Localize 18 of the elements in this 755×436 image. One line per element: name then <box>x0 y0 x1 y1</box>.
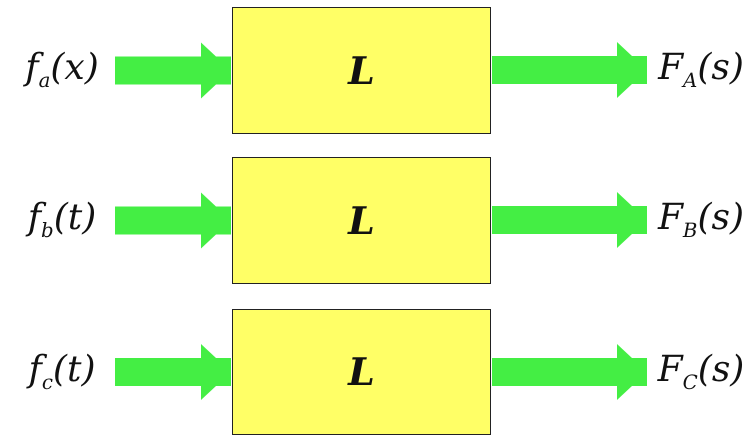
input-function-label: f$_{c}$(t) <box>28 352 96 392</box>
output-function-label: F$_{C}$(s) <box>658 352 744 392</box>
arrow <box>115 192 231 248</box>
input-function-label: f$_{a}$(x) <box>25 50 99 90</box>
transform-block <box>232 309 491 435</box>
arrow <box>492 42 647 98</box>
transform-block <box>232 7 491 134</box>
arrow <box>115 344 231 400</box>
output-function-label: F$_{A}$(s) <box>658 50 744 90</box>
operator-label: L <box>348 353 375 391</box>
arrow <box>115 42 231 98</box>
input-function-label: f$_{b}$(t) <box>28 200 96 240</box>
transform-block <box>232 157 491 284</box>
operator-label: L <box>348 52 375 90</box>
arrow <box>492 344 647 400</box>
output-function-label: F$_{B}$(s) <box>658 200 744 240</box>
operator-label: L <box>348 202 375 240</box>
arrow <box>492 192 647 248</box>
